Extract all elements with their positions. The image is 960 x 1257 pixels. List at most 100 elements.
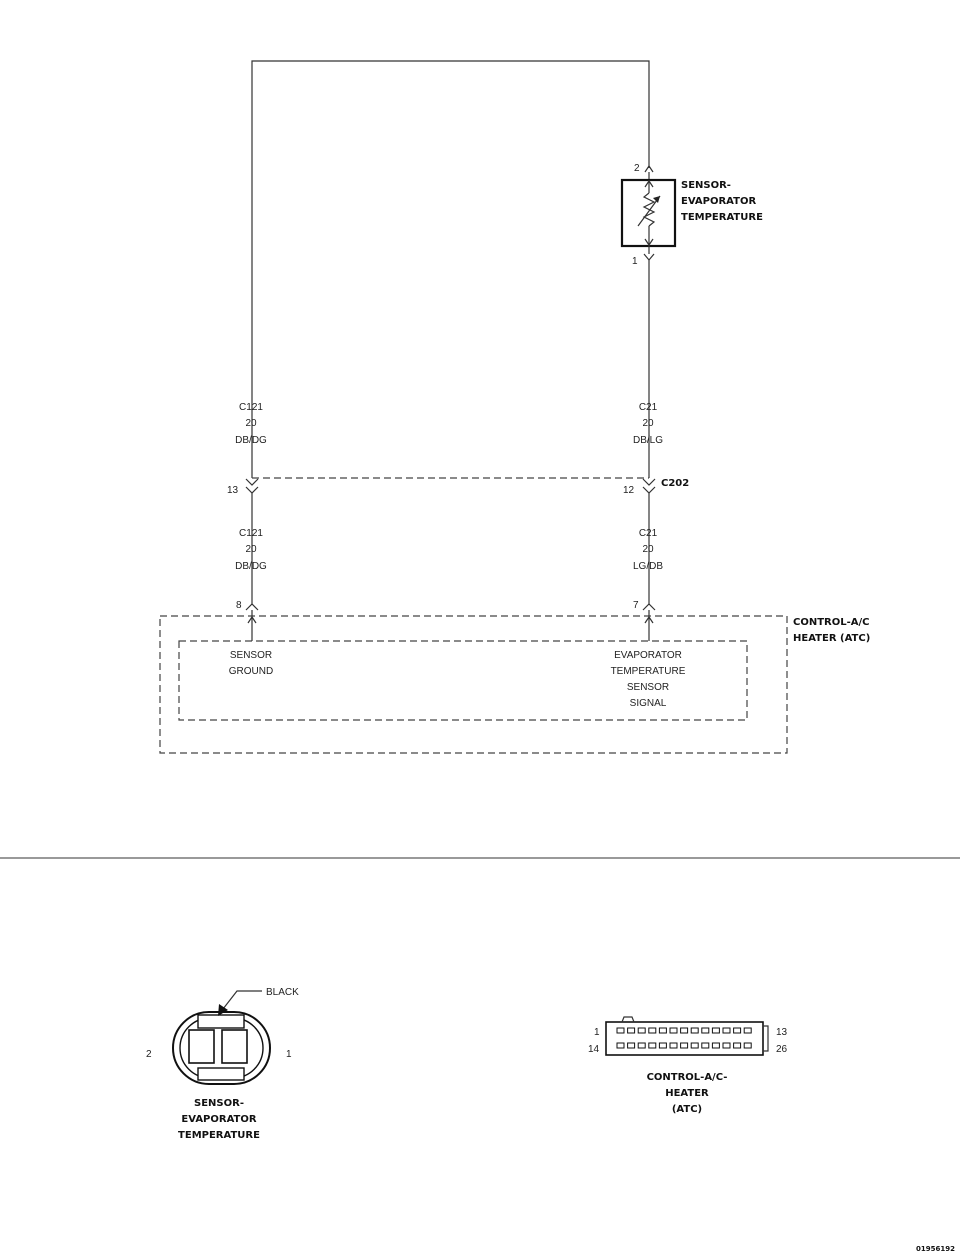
pin-row-bottom: [616, 1042, 752, 1049]
c202-label: C202: [661, 478, 689, 489]
sensor-connector-title-line1: SENSOR-: [194, 1098, 244, 1109]
wire-label-left-upper: C121 20 DB/DG: [235, 402, 267, 446]
wire-label-right-upper: C21 20 DB/LG: [633, 402, 663, 446]
pin-cavity: [722, 1042, 731, 1049]
pin-cavity: [616, 1042, 625, 1049]
module-connector-title-line1: CONTROL-A/C-: [647, 1072, 728, 1083]
c202-right-pin: 12: [623, 485, 635, 496]
signal-label-line2: TEMPERATURE: [611, 666, 686, 677]
sensor-connector-face: [172, 990, 271, 1085]
sensor-pin-bottom: 1: [632, 256, 638, 267]
wire-gauge: 20: [245, 418, 257, 429]
pin-cavity: [701, 1027, 710, 1034]
sensor-ground-label-line1: SENSOR: [230, 650, 272, 661]
wire-color: DB/DG: [235, 561, 267, 572]
wire-color: DB/DG: [235, 435, 267, 446]
pin-cavity: [648, 1042, 657, 1049]
pin-2-terminal-icon: [644, 164, 654, 173]
wire-circuit: C121: [239, 402, 263, 413]
cavity-pin-2: [188, 1029, 215, 1064]
pin-row-top: [616, 1027, 752, 1034]
module-connector-face: [605, 1016, 769, 1056]
c202-pin-12-female-icon: [642, 486, 656, 494]
module-connector-title-line3: (ATC): [672, 1104, 702, 1115]
c202-connector: [245, 477, 656, 605]
control-module: [159, 603, 788, 754]
module-connector-latch: [621, 1016, 635, 1023]
pin-cavity: [733, 1027, 742, 1034]
wire-color: LG/DB: [633, 561, 663, 572]
evaporator-sensor-symbol: [620, 164, 677, 261]
leader-arrow-icon: [218, 1004, 228, 1016]
pin-cavity: [690, 1042, 699, 1049]
wire-label-right-lower: C21 20 LG/DB: [633, 528, 663, 572]
wire-circuit: C121: [239, 528, 263, 539]
connector-pin-right: 1: [286, 1049, 292, 1060]
module-title-line1: CONTROL-A/C: [793, 617, 869, 628]
signal-label-line1: EVAPORATOR: [614, 650, 682, 661]
c202-pin-13-female-icon: [245, 486, 259, 494]
connector-latch: [197, 1014, 245, 1029]
module-inner-boundary: [178, 640, 748, 721]
pin-cavity: [637, 1027, 646, 1034]
module-connector-pin-1: 1: [594, 1027, 600, 1038]
pin-cavity: [680, 1042, 689, 1049]
pin-cavity: [711, 1042, 720, 1049]
sensor-connector-title-line2: EVAPORATOR: [181, 1114, 256, 1125]
wire-gauge: 20: [245, 544, 257, 555]
pin-cavity: [733, 1042, 742, 1049]
connector-pin-left: 2: [146, 1049, 152, 1060]
wire-gauge: 20: [642, 544, 654, 555]
pin-1-terminal-icon: [643, 253, 655, 261]
ground-return-wire: [251, 60, 650, 478]
module-connector-title-line2: HEATER: [665, 1088, 709, 1099]
c202-pin-12-male-icon: [642, 478, 656, 486]
module-pin-8-terminal-icon: [245, 603, 259, 611]
signal-label-line3: SENSOR: [627, 682, 669, 693]
pin-cavity: [701, 1042, 710, 1049]
sensor-connector-title-line3: TEMPERATURE: [178, 1130, 260, 1141]
pin-cavity: [669, 1042, 678, 1049]
module-pin-7-terminal-icon: [642, 603, 656, 611]
module-connector-pin-14: 14: [588, 1044, 600, 1055]
wire-label-left-lower: C121 20 DB/DG: [235, 528, 267, 572]
sensor-pin-top: 2: [634, 163, 640, 174]
module-outer-boundary: [159, 615, 788, 754]
cavity-pin-1: [221, 1029, 248, 1064]
wire-color: DB/LG: [633, 435, 663, 446]
c202-left-pin: 13: [227, 485, 239, 496]
module-connector-pin-13: 13: [776, 1027, 788, 1038]
pin-cavity: [669, 1027, 678, 1034]
sensor-title-line1: SENSOR-: [681, 180, 731, 191]
connector-color-label: BLACK: [266, 987, 299, 998]
pin-cavity: [722, 1027, 731, 1034]
pin-cavity: [648, 1027, 657, 1034]
pin-cavity: [690, 1027, 699, 1034]
sensor-ground-label-line2: GROUND: [229, 666, 273, 677]
pin-cavity: [658, 1027, 667, 1034]
signal-label-line4: SIGNAL: [630, 698, 667, 709]
module-title-line2: HEATER (ATC): [793, 633, 870, 644]
wire-circuit: C21: [639, 402, 658, 413]
module-right-pin: 7: [633, 600, 639, 611]
module-connector-pin-26: 26: [776, 1044, 788, 1055]
sensor-title-line3: TEMPERATURE: [681, 212, 763, 223]
wire-gauge: 20: [642, 418, 654, 429]
pin-cavity: [627, 1042, 636, 1049]
pin-cavity: [711, 1027, 720, 1034]
wire-circuit: C21: [639, 528, 658, 539]
pin-cavity: [658, 1042, 667, 1049]
sensor-title-line2: EVAPORATOR: [681, 196, 756, 207]
module-connector-shell: [605, 1021, 764, 1056]
pin-cavity: [743, 1042, 752, 1049]
pin-cavity: [680, 1027, 689, 1034]
module-left-pin: 8: [236, 600, 242, 611]
c202-pin-13-male-icon: [245, 478, 259, 486]
figure-id: 01956192: [916, 1245, 955, 1253]
pin-cavity: [616, 1027, 625, 1034]
pin-cavity: [743, 1027, 752, 1034]
pin-cavity: [627, 1027, 636, 1034]
thermistor-icon: [637, 179, 661, 247]
pin-cavity: [637, 1042, 646, 1049]
